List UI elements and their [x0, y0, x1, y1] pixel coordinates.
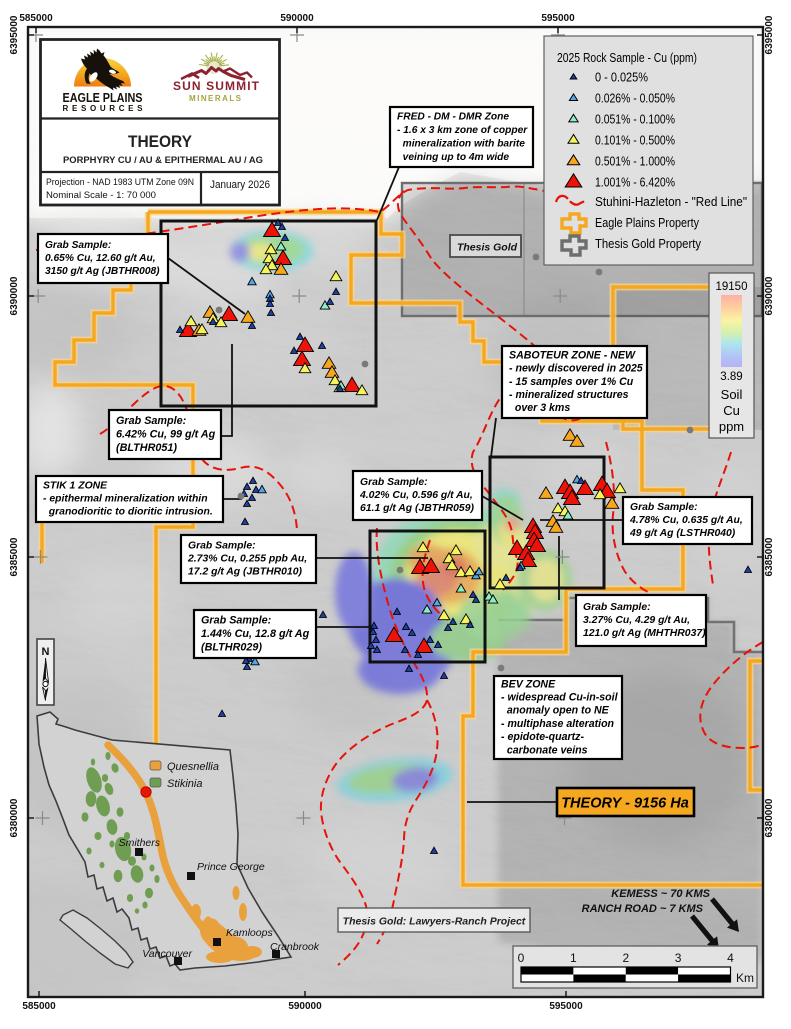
- svg-text:1: 1: [570, 951, 577, 965]
- svg-text:over 3 kms: over 3 kms: [509, 402, 570, 414]
- svg-text:6395000: 6395000: [764, 15, 775, 54]
- svg-text:3150 g/t Ag (JBTHR008): 3150 g/t Ag (JBTHR008): [45, 266, 160, 277]
- svg-text:RESOURCES: RESOURCES: [63, 104, 144, 113]
- svg-text:6390000: 6390000: [764, 276, 775, 315]
- svg-text:Vancouver: Vancouver: [142, 948, 192, 960]
- svg-text:585000: 585000: [19, 13, 53, 24]
- svg-text:THEORY: THEORY: [128, 133, 192, 151]
- svg-text:EAGLE PLAINS: EAGLE PLAINS: [63, 91, 143, 105]
- svg-text:0.026% - 0.050%: 0.026% - 0.050%: [595, 92, 675, 106]
- svg-text:- mineralized structures: - mineralized structures: [509, 389, 629, 401]
- svg-text:6385000: 6385000: [9, 537, 20, 576]
- svg-text:17.2 g/t Ag (JBTHR010): 17.2 g/t Ag (JBTHR010): [188, 567, 302, 578]
- svg-text:Thesis Gold Property: Thesis Gold Property: [595, 237, 702, 251]
- svg-text:0.65% Cu, 12.60 g/t Au,: 0.65% Cu, 12.60 g/t Au,: [45, 253, 156, 264]
- svg-text:Nominal Scale - 1: 70 000: Nominal Scale - 1: 70 000: [46, 190, 156, 201]
- svg-text:mineralization with barite: mineralization with barite: [397, 139, 525, 150]
- svg-text:MINERALS: MINERALS: [189, 94, 242, 103]
- svg-text:Thesis Gold: Lawyers-Ranch Pro: Thesis Gold: Lawyers-Ranch Project: [343, 916, 526, 928]
- svg-text:Grab Sample:: Grab Sample:: [201, 615, 272, 627]
- svg-text:61.1 g/t Ag (JBTHR059): 61.1 g/t Ag (JBTHR059): [360, 503, 474, 514]
- svg-text:Grab Sample:: Grab Sample:: [583, 602, 651, 613]
- svg-text:FRED - DM - DMR Zone: FRED - DM - DMR Zone: [397, 111, 509, 122]
- svg-text:595000: 595000: [541, 13, 575, 24]
- svg-text:0.051% - 0.100%: 0.051% - 0.100%: [595, 113, 675, 127]
- svg-text:STIK 1 ZONE: STIK 1 ZONE: [43, 481, 108, 492]
- svg-text:2: 2: [622, 951, 629, 965]
- svg-text:1.001% - 6.420%: 1.001% - 6.420%: [595, 176, 675, 190]
- svg-text:Stikinia: Stikinia: [167, 778, 202, 790]
- svg-text:RANCH ROAD ~ 7 KMS: RANCH ROAD ~ 7 KMS: [582, 903, 704, 915]
- svg-text:4.78% Cu, 0.635 g/t Au,: 4.78% Cu, 0.635 g/t Au,: [629, 515, 743, 526]
- svg-text:Kamloops: Kamloops: [226, 927, 273, 939]
- svg-text:PORPHYRY CU / AU & EPITHERMAL: PORPHYRY CU / AU & EPITHERMAL AU / AG: [63, 155, 263, 165]
- svg-text:granodioritic to dioritic intr: granodioritic to dioritic intrusion.: [43, 507, 213, 518]
- svg-text:Projection - NAD 1983 UTM Zone: Projection - NAD 1983 UTM Zone 09N: [46, 177, 194, 188]
- svg-text:6380000: 6380000: [9, 798, 20, 837]
- svg-text:0: 0: [518, 951, 525, 965]
- svg-text:ppm: ppm: [719, 419, 744, 434]
- svg-text:- epithermal mineralization wi: - epithermal mineralization within: [43, 494, 208, 505]
- svg-text:590000: 590000: [288, 1001, 322, 1012]
- svg-text:3: 3: [675, 951, 682, 965]
- svg-text:3.27% Cu, 4.29 g/t Au,: 3.27% Cu, 4.29 g/t Au,: [583, 615, 690, 626]
- svg-text:BEV ZONE: BEV ZONE: [501, 678, 556, 690]
- svg-text:- newly discovered in 2025: - newly discovered in 2025: [509, 363, 644, 375]
- svg-text:SUN SUMMIT: SUN SUMMIT: [173, 79, 260, 93]
- svg-text:3.89: 3.89: [720, 371, 742, 383]
- svg-text:Quesnellia: Quesnellia: [167, 761, 219, 773]
- svg-text:Grab Sample:: Grab Sample:: [45, 240, 111, 251]
- svg-text:19150: 19150: [716, 281, 748, 293]
- svg-text:Prince George: Prince George: [197, 861, 265, 873]
- svg-text:- 15 samples over 1% Cu: - 15 samples over 1% Cu: [509, 376, 634, 388]
- svg-text:(BLTHR051): (BLTHR051): [116, 442, 177, 454]
- svg-text:carbonate veins: carbonate veins: [501, 744, 588, 756]
- svg-text:2.73% Cu, 0.255 ppb Au,: 2.73% Cu, 0.255 ppb Au,: [187, 554, 307, 565]
- svg-text:Cranbrook: Cranbrook: [270, 941, 320, 953]
- svg-text:0.501% - 1.000%: 0.501% - 1.000%: [595, 155, 675, 169]
- svg-text:SABOTEUR ZONE - NEW: SABOTEUR ZONE - NEW: [509, 349, 636, 361]
- svg-text:THEORY - 9156 Ha: THEORY - 9156 Ha: [561, 796, 689, 812]
- svg-text:Km: Km: [736, 971, 754, 985]
- svg-text:KEMESS ~ 70 KMS: KEMESS ~ 70 KMS: [611, 888, 710, 900]
- svg-text:Grab Sample:: Grab Sample:: [630, 502, 698, 513]
- svg-text:6395000: 6395000: [9, 15, 20, 54]
- svg-text:1.44% Cu, 12.8 g/t Ag: 1.44% Cu, 12.8 g/t Ag: [201, 628, 310, 640]
- svg-text:2025 Rock Sample - Cu (ppm): 2025 Rock Sample - Cu (ppm): [557, 50, 697, 65]
- svg-text:Smithers: Smithers: [119, 837, 161, 849]
- svg-text:N: N: [42, 646, 50, 658]
- svg-text:49 g/t Ag (LSTHR040): 49 g/t Ag (LSTHR040): [629, 528, 736, 539]
- svg-text:January 2026: January 2026: [210, 179, 270, 191]
- svg-text:(BLTHR029): (BLTHR029): [201, 641, 262, 653]
- svg-text:0.101% - 0.500%: 0.101% - 0.500%: [595, 134, 675, 148]
- svg-text:0 - 0.025%: 0 - 0.025%: [595, 71, 648, 85]
- svg-text:anomaly open to NE: anomaly open to NE: [501, 705, 610, 717]
- svg-text:- multiphase alteration: - multiphase alteration: [501, 718, 615, 730]
- svg-text:585000: 585000: [22, 1001, 56, 1012]
- svg-text:Stuhini-Hazleton - "Red Line": Stuhini-Hazleton - "Red Line": [595, 195, 747, 209]
- svg-text:4.02% Cu, 0.596 g/t Au,: 4.02% Cu, 0.596 g/t Au,: [359, 490, 473, 501]
- svg-text:- 1.6 x 3 km zone of copper: - 1.6 x 3 km zone of copper: [397, 125, 528, 136]
- svg-text:6380000: 6380000: [764, 798, 775, 837]
- svg-text:590000: 590000: [280, 13, 314, 24]
- svg-text:Eagle Plains Property: Eagle Plains Property: [595, 216, 700, 230]
- svg-text:- widespread Cu-in-soil: - widespread Cu-in-soil: [501, 692, 619, 704]
- svg-text:Grab Sample:: Grab Sample:: [116, 415, 187, 427]
- svg-text:Grab Sample:: Grab Sample:: [360, 477, 428, 488]
- svg-text:Grab Sample:: Grab Sample:: [188, 541, 256, 552]
- svg-text:4: 4: [727, 951, 734, 965]
- svg-text:121.0 g/t Ag (MHTHR037): 121.0 g/t Ag (MHTHR037): [583, 628, 706, 639]
- svg-text:6385000: 6385000: [764, 537, 775, 576]
- svg-text:6390000: 6390000: [9, 276, 20, 315]
- svg-text:veining up to 4m wide: veining up to 4m wide: [397, 152, 509, 163]
- svg-text:Cu: Cu: [723, 403, 740, 418]
- svg-text:Thesis Gold: Thesis Gold: [457, 242, 518, 254]
- svg-text:6.42% Cu, 99 g/t Ag: 6.42% Cu, 99 g/t Ag: [116, 428, 216, 440]
- svg-text:Soil: Soil: [721, 387, 743, 402]
- svg-text:- epidote-quartz-: - epidote-quartz-: [501, 731, 584, 743]
- svg-text:595000: 595000: [549, 1001, 583, 1012]
